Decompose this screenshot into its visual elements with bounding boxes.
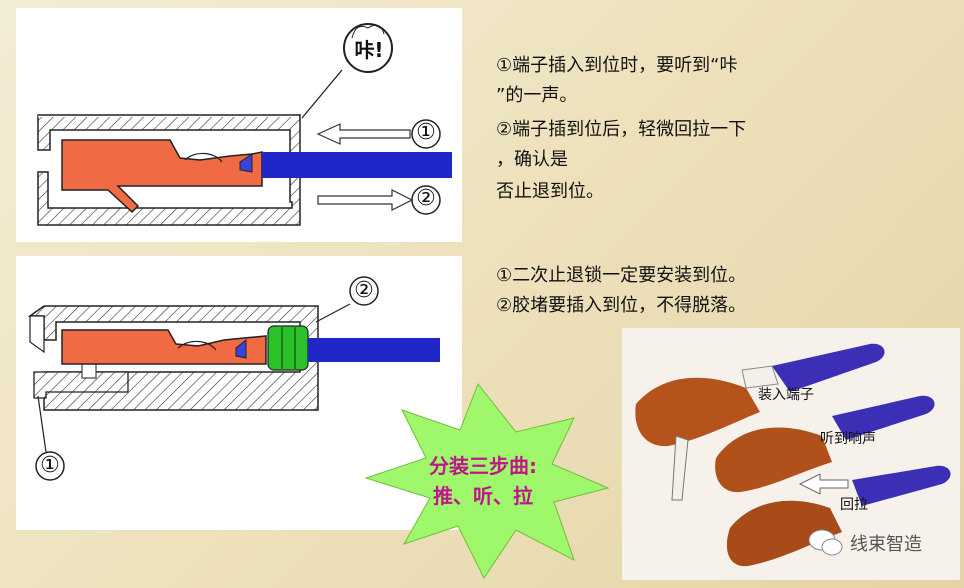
top-note-line-1: ①端子插入到位时，要听到“咔 [496, 55, 738, 76]
arrow1-label: ① [416, 120, 436, 145]
top-terminal [61, 139, 263, 214]
top-note-line-5: 否止退到位。 [496, 181, 604, 202]
assembly-photo [635, 343, 951, 567]
bottom-note-line-2: ②胶堵要插入到位，不得脱落。 [496, 295, 747, 316]
top-note-line-4: ，确认是 [496, 149, 568, 170]
watermark: 线束智造 [850, 534, 922, 555]
photo-label-listen: 听到响声 [820, 431, 876, 447]
bottom-terminal [61, 329, 267, 365]
callout-1-circle [35, 451, 65, 481]
wechat-icon [808, 529, 843, 556]
arrow2-label: ② [416, 186, 436, 211]
callout-2-label: ② [354, 278, 374, 303]
rubber-seal [267, 325, 309, 371]
secondary-lock [33, 371, 129, 399]
bottom-wire [308, 338, 440, 362]
click-bubble-text: 咔! [354, 38, 384, 62]
burst-line-1: 分装三步曲: [429, 454, 537, 478]
burst-line-2: 推、听、拉 [433, 484, 533, 508]
pull-arrow [317, 185, 441, 215]
top-housing [37, 114, 301, 226]
top-note-line-3: ②端子插到位后，轻微回拉一下 [496, 119, 747, 140]
callout-2-circle [349, 276, 379, 306]
push-arrow [316, 119, 441, 149]
photo-label-pullback: 回拉 [840, 497, 868, 513]
photo-label-insert: 装入端子 [758, 387, 814, 403]
top-wire [262, 152, 452, 178]
top-note-line-2: ”的一声。 [496, 85, 578, 106]
starburst [364, 383, 610, 579]
top-connector-diagram [37, 23, 452, 226]
callout-1-label: ① [40, 453, 60, 478]
click-sound-bubble [343, 23, 393, 73]
bottom-connector-diagram [27, 276, 440, 481]
bottom-note-line-1: ①二次止退锁一定要安装到位。 [496, 265, 747, 286]
